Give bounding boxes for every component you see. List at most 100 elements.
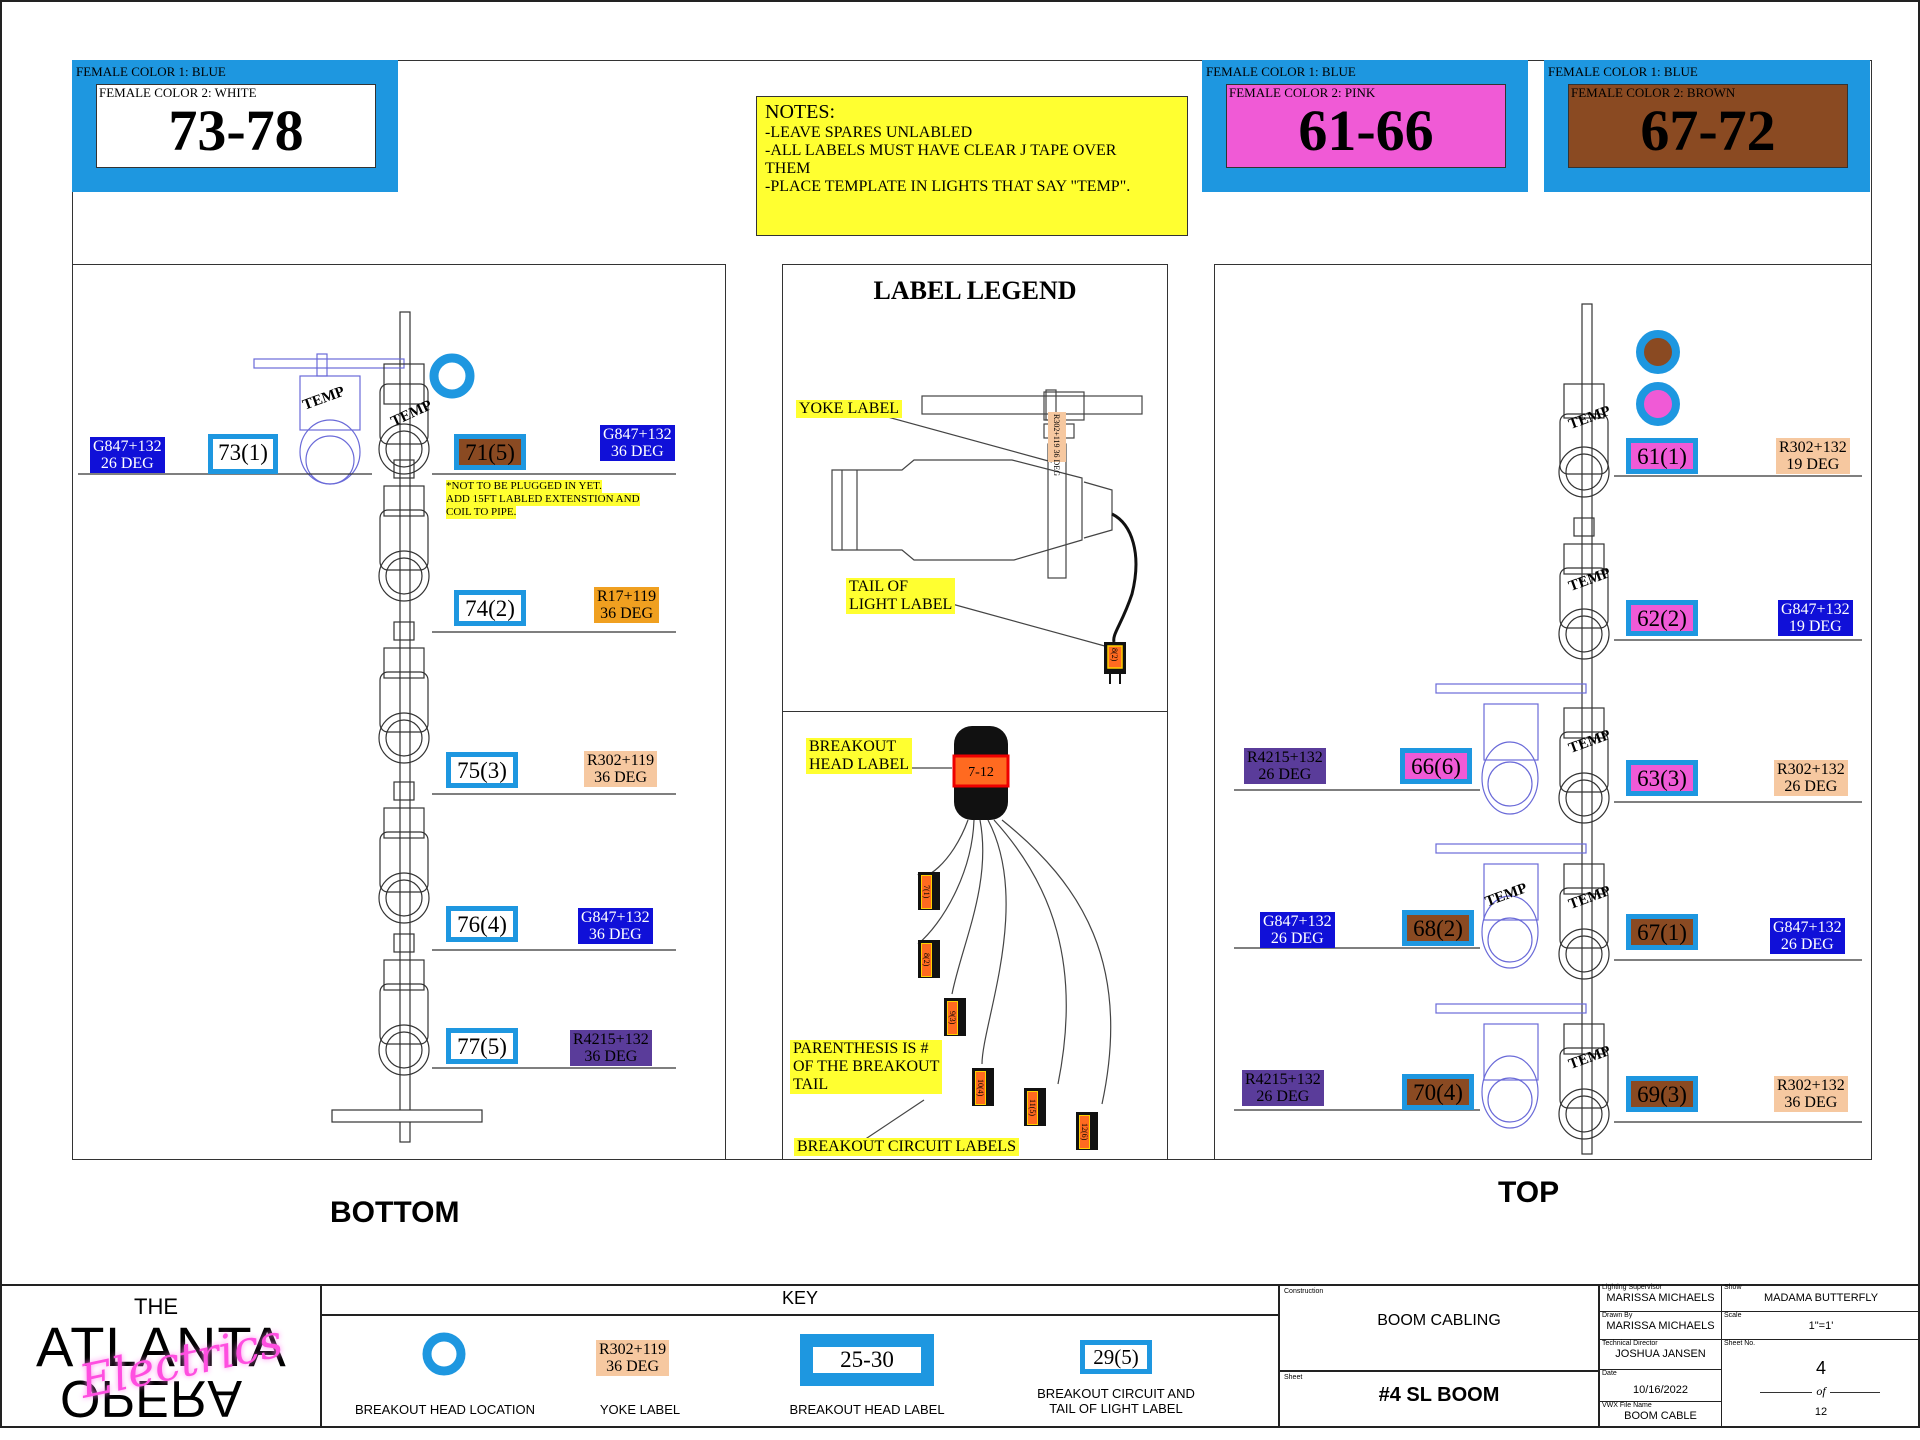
notes-title: NOTES:	[765, 101, 835, 123]
tb-sheetno-value: 4	[1815, 1358, 1826, 1378]
bottom-title: BOTTOM	[330, 1196, 460, 1229]
tb-sheetno: Sheet No. 4 of 12	[1722, 1340, 1920, 1428]
header-inner: FEMALE COLOR 2: WHITE 73-78	[96, 84, 376, 168]
legend-panel	[782, 264, 1168, 1160]
notes-line: -PLACE TEMPLATE IN LIGHTS THAT SAY "TEMP…	[765, 178, 1131, 195]
tb-sheet: Sheet #4 SL BOOM	[1280, 1372, 1600, 1428]
breakout-head-location-icon	[429, 353, 475, 399]
key-circuit-sample: 29(5)	[1080, 1340, 1152, 1374]
female-color-2: FEMALE COLOR 2: BROWN	[1571, 85, 1736, 100]
header-box-73-78: FEMALE COLOR 1: BLUE FEMALE COLOR 2: WHI…	[72, 60, 398, 192]
key-breakout-head-icon	[422, 1332, 466, 1376]
top-boom-drawing: TEMP TEMP TEMP TEMP TEMP TEMP	[1234, 303, 1862, 1155]
tb-scale: Scale 1"=1'	[1722, 1312, 1920, 1340]
header-box-67-72: FEMALE COLOR 1: BLUE FEMALE COLOR 2: BRO…	[1544, 60, 1870, 192]
tail-tag: 11(5)	[1024, 1088, 1046, 1126]
breakout-head-range: 7-12	[968, 765, 994, 780]
legend-yoke-label: YOKE LABEL	[796, 400, 902, 418]
tail-tag: 8(2)	[918, 940, 940, 978]
breakout-circuit-label: 74(2)	[454, 590, 526, 626]
tb-construction: Construction BOOM CABLING	[1280, 1284, 1600, 1372]
key-caption: BREAKOUT HEAD LOCATION	[354, 1402, 536, 1417]
tb-date: Date 10/16/2022	[1600, 1370, 1722, 1402]
yoke-tag-text: R302+119 36 DEG	[1052, 414, 1061, 476]
breakout-circuit-label: 75(3)	[446, 752, 518, 788]
breakout-circuit-label: 68(2)	[1402, 910, 1474, 946]
breakout-circuit-label: 67(1)	[1626, 914, 1698, 950]
breakout-circuit-label: 66(6)	[1400, 748, 1472, 784]
female-color-1: FEMALE COLOR 1: BLUE	[1206, 64, 1356, 79]
tail-tag: 10(4)	[972, 1068, 994, 1106]
key-caption: BREAKOUT HEAD LABEL	[789, 1402, 945, 1417]
key-divider	[320, 1314, 1280, 1316]
female-color-2: FEMALE COLOR 2: WHITE	[99, 85, 257, 100]
tail-tag: 7(1)	[918, 872, 940, 910]
breakout-circuit-label: 69(3)	[1626, 1076, 1698, 1112]
tb-vwx: VWX File Name BOOM CABLE	[1600, 1402, 1722, 1428]
circuit-range: 61-66	[1298, 98, 1434, 163]
temp-mark: TEMP	[1483, 880, 1529, 910]
temp-mark: TEMP	[301, 384, 347, 414]
breakout-circuit-label: 63(3)	[1626, 760, 1698, 796]
logo: THE ATLANTA OPERA Electrics	[20, 1294, 320, 1427]
tb-total: 12	[1814, 1406, 1828, 1418]
tb-construction-value: BOOM CABLING	[1377, 1312, 1501, 1329]
notes-line: -ALL LABELS MUST HAVE CLEAR J TAPE OVER	[765, 142, 1117, 159]
header-inner: FEMALE COLOR 2: PINK 61-66	[1226, 84, 1506, 168]
legend-divider	[782, 711, 1168, 712]
tb-sheet-value: #4 SL BOOM	[1378, 1384, 1500, 1406]
circuit-range: 67-72	[1640, 98, 1776, 163]
tb-of: of	[1722, 1384, 1920, 1399]
key-caption: YOKE LABEL	[599, 1402, 681, 1417]
notes-line: -LEAVE SPARES UNLABLED	[765, 124, 973, 141]
female-color-1: FEMALE COLOR 1: BLUE	[76, 64, 226, 79]
tail-tag: 9(3)	[944, 998, 966, 1036]
tb-td: Technical Director JOSHUA JANSEN	[1600, 1340, 1722, 1370]
breakout-circuit-label: 62(2)	[1626, 600, 1698, 636]
tb-ls: Lighting Supervisor MARISSA MICHAELS	[1600, 1284, 1722, 1312]
title-strip	[0, 1284, 1920, 1428]
tail-tag: 12(6)	[1076, 1112, 1098, 1150]
breakout-circuit-label: 77(5)	[446, 1028, 518, 1064]
logo-the: THE	[134, 1294, 178, 1319]
legend-circuit-labels: BREAKOUT CIRCUIT LABELS	[794, 1138, 1019, 1156]
fixture-note: *NOT TO BE PLUGGED IN YET. ADD 15FT LABL…	[446, 480, 640, 519]
header-box-61-66: FEMALE COLOR 1: BLUE FEMALE COLOR 2: PIN…	[1202, 60, 1528, 192]
key-title: KEY	[781, 1288, 819, 1308]
female-color-2: FEMALE COLOR 2: PINK	[1229, 85, 1376, 100]
tail-tag-text: 8(2)	[1110, 648, 1119, 662]
unit-fixtures	[378, 363, 430, 1076]
legend-title: LABEL LEGEND	[873, 276, 1077, 305]
notes-line: THEM	[765, 160, 811, 177]
top-panel	[1214, 264, 1872, 1160]
key-box	[320, 1284, 1280, 1428]
breakout-circuit-label: 73(1)	[208, 434, 278, 474]
header-inner: FEMALE COLOR 2: BROWN 67-72	[1568, 84, 1848, 168]
tb-drawn: Drawn By MARISSA MICHAELS	[1600, 1312, 1722, 1340]
key-head-sample: 25-30	[800, 1334, 934, 1386]
tb-show: Show MADAMA BUTTERFLY	[1722, 1284, 1920, 1312]
breakout-circuit-label: 70(4)	[1402, 1074, 1474, 1110]
bottom-panel	[72, 264, 726, 1160]
breakout-circuit-label: 76(4)	[446, 906, 518, 942]
female-color-1: FEMALE COLOR 1: BLUE	[1548, 64, 1698, 79]
legend-fixture-drawing: R302+119 36 DEG 8(2) 7-12	[831, 389, 1143, 1141]
top-title: TOP	[1498, 1176, 1560, 1209]
notes-box: NOTES: -LEAVE SPARES UNLABLED -ALL LABEL…	[756, 96, 1188, 236]
circuit-range: 73-78	[168, 98, 304, 163]
